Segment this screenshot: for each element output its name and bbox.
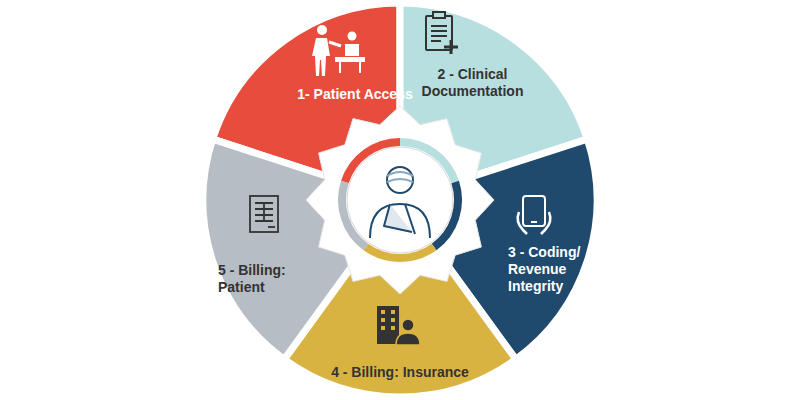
bill-icon bbox=[250, 196, 278, 232]
access-icon bbox=[312, 25, 364, 76]
tablet-icon bbox=[518, 196, 551, 234]
segment-label: 2 - Clinical Documentation bbox=[410, 66, 535, 100]
segment-label: 5 - Billing: Patient bbox=[218, 262, 310, 296]
insurance-icon bbox=[377, 306, 420, 345]
patient-badge bbox=[300, 100, 500, 300]
segment-label: 4 - Billing: Insurance bbox=[312, 364, 488, 381]
segment-label: 3 - Coding/ Revenue Integrity bbox=[508, 244, 596, 295]
clipboard-icon bbox=[426, 12, 458, 54]
segment-label: 1- Patient Access bbox=[285, 86, 425, 103]
